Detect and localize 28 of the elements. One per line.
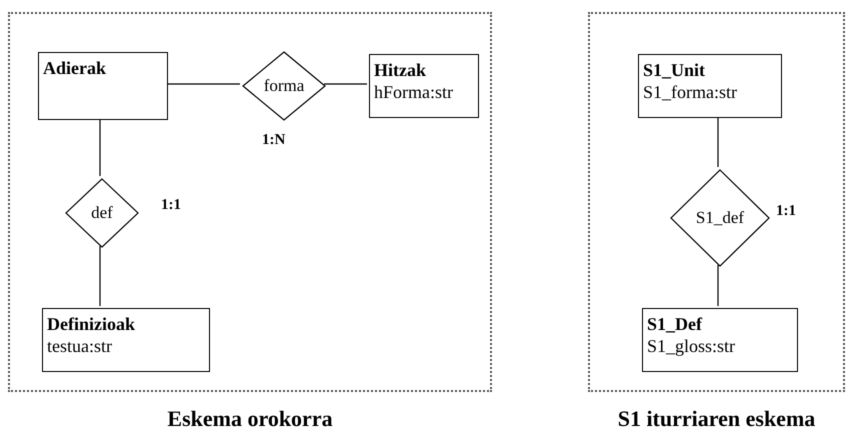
connector-line [166,83,240,85]
attribute-text: S1_forma:str [643,81,738,103]
cardinality-label: 1:1 [776,202,796,221]
connector-line [99,118,101,176]
cardinality-label: 1:N [262,131,286,150]
entity-box [369,54,479,118]
connector-line [717,116,719,167]
attribute-text: testua:str [47,335,113,357]
relationship-name: def [91,202,113,224]
attribute-text: S1_gloss:str [647,335,736,357]
entity-box [638,54,782,118]
entity-box [642,308,798,372]
entity-box [42,308,210,372]
entity-name: Definizioak [47,313,136,335]
connector-line [99,246,101,306]
entity-name: Adierak [43,57,107,79]
relationship-name: forma [264,75,304,98]
connector-line [324,83,367,85]
entity-name: S1_Def [647,313,704,335]
panel-caption: S1 iturriaren eskema [616,405,816,432]
connector-line [717,265,719,306]
entity-name: Hitzak [374,59,427,81]
cardinality-label: 1:1 [161,196,181,215]
entity-box [38,52,168,120]
relationship-name: S1_def [696,207,744,230]
entity-name: S1_Unit [643,59,706,81]
panel-caption: Eskema orokorra [166,405,334,432]
attribute-text: hForma:str [374,81,454,103]
